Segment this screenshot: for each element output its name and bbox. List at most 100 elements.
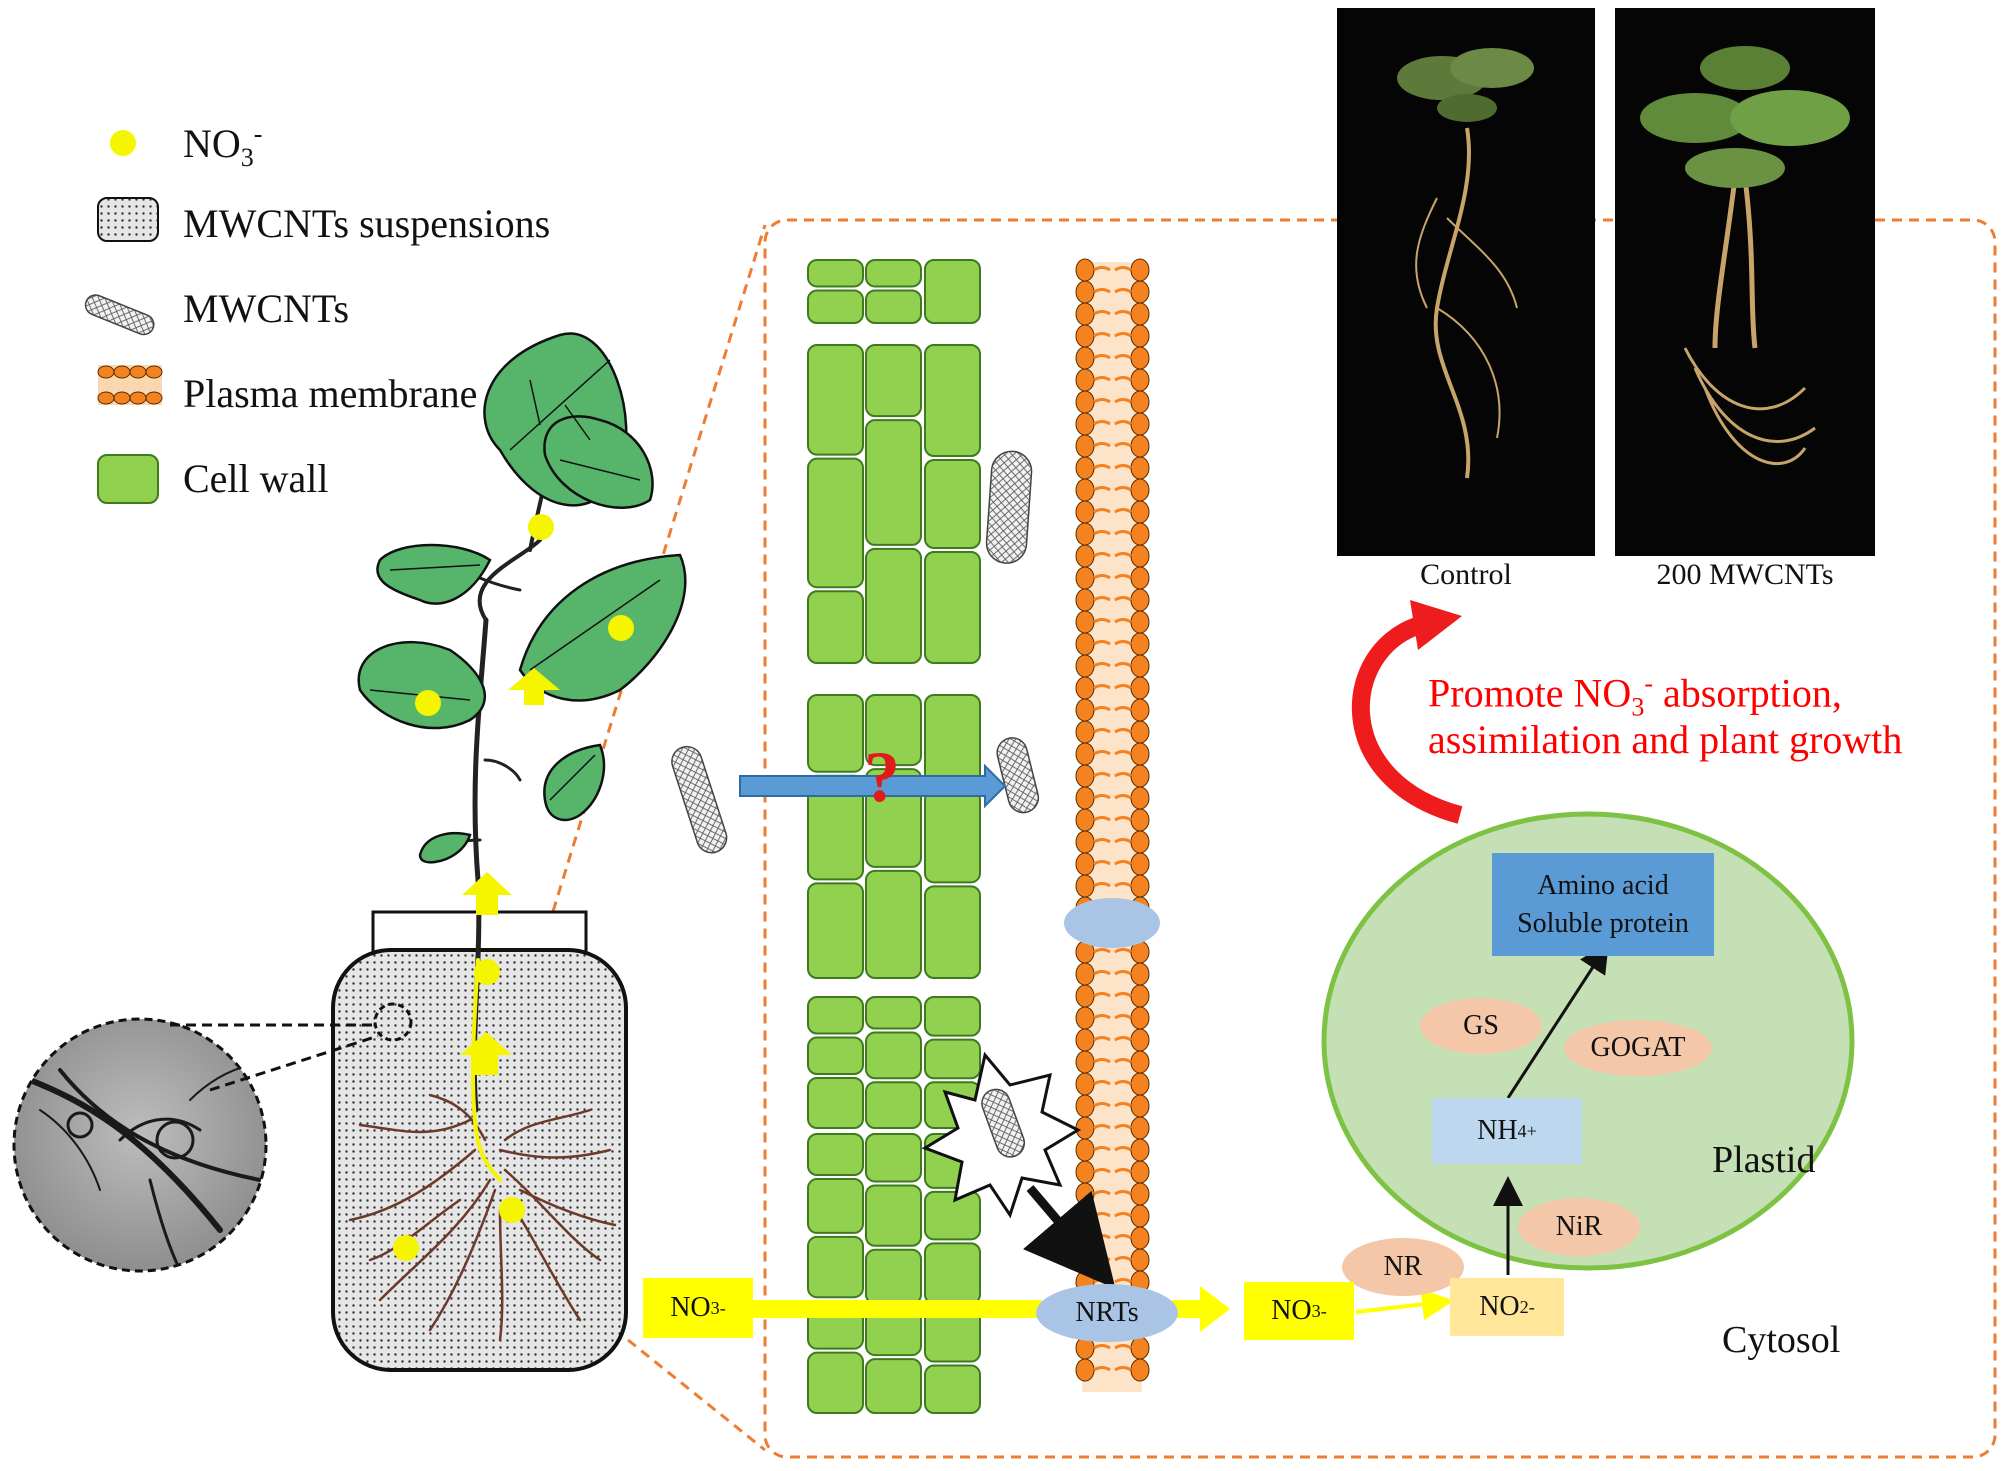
membrane-channel [1064,898,1160,948]
lipid-head [1075,676,1095,700]
cell-wall-block [924,1364,981,1414]
lipid-tail [1093,1080,1132,1086]
cell-wall-block [865,547,922,665]
cell-wall-block [865,1358,922,1415]
lipid-head [1130,280,1150,304]
lipid-head [1075,874,1095,898]
lipid-head [1130,1028,1150,1052]
lipid-head [1130,852,1150,876]
lipid-head [1075,654,1095,678]
root-nitrate-dots [393,959,525,1261]
cell-wall-block [865,289,922,325]
translocation-arrows [460,668,560,1075]
lipid-head [1075,1182,1095,1206]
sem-inset [12,1017,379,1273]
lipid-tail [1093,420,1132,426]
lipid-head [1075,588,1095,612]
lipid-head [1130,544,1150,568]
cell-wall-block [807,1036,864,1075]
caption-treated: 200 MWCNTs [1656,558,1834,591]
lipid-tail [1093,332,1132,338]
lipid-head [1075,324,1095,348]
lipid-head [1130,1094,1150,1118]
cell-wall-block [807,457,864,589]
lipid-head [1130,1116,1150,1140]
cell-wall-block [924,551,981,664]
lipid-head [1075,500,1095,524]
cell-wall-block [865,694,922,767]
lipid-head [1130,346,1150,370]
lipid-head [1130,1138,1150,1162]
lipid-tail [1093,816,1132,822]
cell-wall-block [924,459,981,549]
effect-line-1: Promote NO3- absorption, [1428,669,1842,722]
lipid-head [1130,830,1150,854]
lipid-head [1075,412,1095,436]
lipid-tail [1093,442,1132,448]
lipid-head [1075,786,1095,810]
legend-nitrate-icon [110,130,136,156]
lipid-head [1130,588,1150,612]
cell-wall [807,259,981,1415]
lipid-head [1075,302,1095,326]
lipid-head [1075,478,1095,502]
lipid-head [1075,280,1095,304]
lipid-tail [1093,728,1132,734]
lipid-head [1075,984,1095,1008]
cell-wall-block [807,882,864,979]
lipid-tail [1093,530,1132,536]
lipid-head [1130,1006,1150,1030]
lipid-tail [1093,706,1132,712]
seedling-treated-image [1640,46,1850,465]
cell-wall-block [924,1242,981,1305]
lipid-head [1130,324,1150,348]
lipid-tail [1093,1124,1132,1130]
lipid-head [1075,1358,1095,1382]
lipid-head [1075,434,1095,458]
lipid-head [1075,764,1095,788]
cell-wall-block [924,694,981,788]
cell-wall-block [865,1133,922,1183]
lipid-tail [1093,662,1132,668]
lipid-head [1130,258,1150,282]
legend-suspension-icon [97,197,159,242]
cell-wall-block [924,344,981,457]
legend-cellwall-icon [97,454,159,504]
lipid-tail [1093,618,1132,624]
lipid-head [1075,1204,1095,1228]
lipid-tail [1093,948,1132,954]
lipid-head [1075,390,1095,414]
photo-control [1337,8,1595,556]
lipid-head [1130,434,1150,458]
lipid-head [1130,1248,1150,1272]
nr-enzyme: NR [1342,1238,1464,1296]
lipid-tail [1093,552,1132,558]
lipid-head [1075,1138,1095,1162]
cell-wall-block [865,1031,922,1080]
uptake-arrow [739,763,1007,809]
cell-wall-block [924,1038,981,1080]
lipid-tail [1093,288,1132,294]
lipid-head [1075,544,1095,568]
cell-wall-block [924,789,981,884]
lipid-tail [1093,794,1132,800]
lipid-tail [1093,596,1132,602]
lipid-head [1130,1336,1150,1360]
lipid-tail [1093,882,1132,888]
nitrate-flow [752,1286,1454,1332]
lipid-head [1130,1204,1150,1228]
lipid-head [1075,610,1095,634]
lipid-head [1130,698,1150,722]
cell-wall-block [865,1184,922,1247]
lipid-head [1075,1094,1095,1118]
lipid-head [1130,522,1150,546]
caption-control: Control [1420,558,1512,591]
lipid-tail [1093,266,1132,272]
roots [348,1093,617,1342]
lipid-head [1075,456,1095,480]
jar-magnify-ring [373,1002,413,1042]
lipid-head [1130,456,1150,480]
lipid-head [1130,302,1150,326]
